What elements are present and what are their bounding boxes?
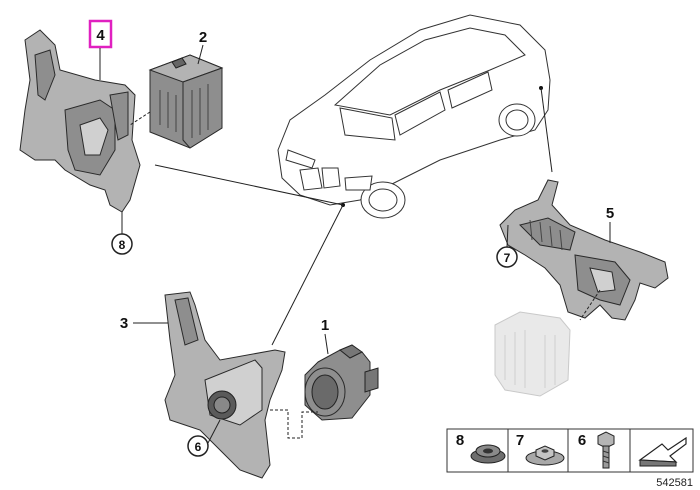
legend-item-6: 6 bbox=[578, 432, 586, 449]
callout-5: 5 bbox=[606, 205, 614, 222]
ghost-module bbox=[494, 311, 571, 397]
arrow-icon bbox=[638, 436, 687, 467]
highlight-box bbox=[88, 19, 113, 49]
callout-3: 3 bbox=[120, 315, 128, 332]
grommet-icon bbox=[470, 444, 506, 464]
callout-8-circle bbox=[111, 233, 133, 255]
callout-7: 7 bbox=[504, 251, 511, 265]
part-2-module bbox=[148, 54, 224, 149]
part-1-sensor bbox=[304, 344, 379, 421]
legend-item-7: 7 bbox=[516, 432, 524, 449]
screw-icon bbox=[597, 431, 615, 469]
nut-icon bbox=[525, 445, 565, 466]
callout-2: 2 bbox=[199, 29, 207, 46]
callout-8: 8 bbox=[119, 238, 126, 252]
legend-item-8: 8 bbox=[456, 432, 464, 449]
part-4-bracket bbox=[19, 29, 141, 213]
callout-6-circle bbox=[187, 435, 209, 457]
legend-strip: 8 7 6 bbox=[446, 428, 694, 473]
reference-number: 542581 bbox=[656, 477, 693, 489]
vehicle-illustration bbox=[277, 14, 551, 219]
part-3-bracket bbox=[164, 291, 286, 479]
callout-4: 4 bbox=[96, 27, 105, 44]
callout-6: 6 bbox=[195, 440, 202, 454]
callout-1: 1 bbox=[321, 317, 329, 334]
part-5-bracket bbox=[499, 179, 669, 321]
